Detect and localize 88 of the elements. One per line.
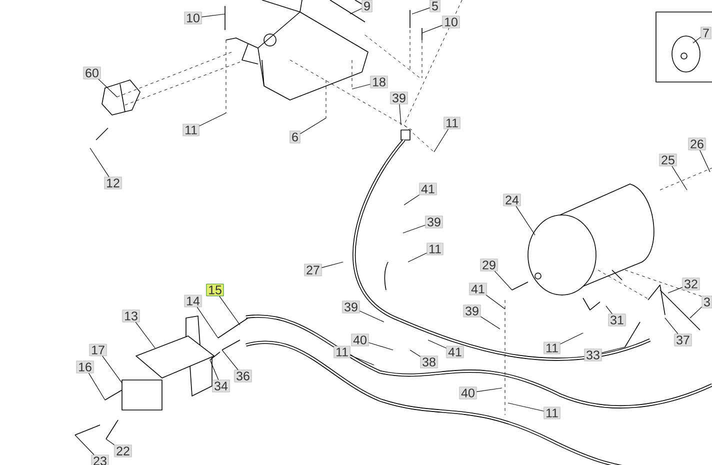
leader-line <box>350 8 362 14</box>
callout-number: 39 <box>463 304 481 318</box>
callout-number: 11 <box>544 406 560 420</box>
leader-line <box>88 372 106 400</box>
callout-number: 11 <box>334 346 350 358</box>
leader-line <box>428 340 447 348</box>
callout-number: 11 <box>426 242 444 256</box>
callout-number: 24 <box>503 194 521 206</box>
callout-number: 27 <box>304 264 322 276</box>
leader-line <box>494 270 512 290</box>
leader-line <box>399 104 402 126</box>
callout-number: 31 <box>608 314 626 326</box>
callout-number: 13 <box>122 310 140 322</box>
callout-number: 16 <box>76 360 94 374</box>
callout-number: 36 <box>234 370 252 382</box>
callout-number: 11 <box>544 342 560 354</box>
leader-line <box>412 8 430 14</box>
leader-line <box>352 84 371 90</box>
callout-number: 41 <box>446 346 464 358</box>
leader-line <box>606 306 612 314</box>
leader-line <box>601 346 626 354</box>
callout-number: 10 <box>442 16 460 28</box>
leader-line <box>219 296 240 326</box>
callout-number: 41 <box>469 282 487 296</box>
callout-number: 37 <box>674 334 692 346</box>
leader-line <box>404 194 420 206</box>
callout-number: 6 <box>290 130 300 144</box>
leader-line <box>672 166 688 190</box>
callout-number: 39 <box>342 300 360 314</box>
callout-number: 25 <box>659 154 677 166</box>
leader-line <box>410 350 421 357</box>
leader-line <box>210 360 219 380</box>
leader-line <box>408 252 428 262</box>
callout-number: 34 <box>212 380 230 392</box>
leader-line <box>560 332 584 344</box>
leader-line <box>700 150 710 172</box>
leader-line <box>668 287 683 294</box>
leader-line <box>516 206 536 236</box>
leader-line <box>476 388 502 392</box>
leader-line <box>300 118 326 134</box>
callout-number: 22 <box>114 444 132 458</box>
leader-line <box>196 306 218 338</box>
leader-line <box>692 36 702 44</box>
leader-line <box>199 112 226 126</box>
leader-line <box>480 316 500 330</box>
leader-line <box>135 322 156 348</box>
callout-number: 7 <box>700 26 712 40</box>
leader-line <box>359 310 384 322</box>
callout-number: 29 <box>480 258 498 272</box>
leader-line <box>98 78 118 98</box>
callout-number: 60 <box>83 66 101 80</box>
callout-number: 9 <box>362 0 372 12</box>
callout-number: 26 <box>688 138 706 150</box>
leader-line <box>664 318 678 334</box>
leader-line <box>201 14 226 18</box>
callout-number: 11 <box>182 124 200 136</box>
leader-line <box>434 128 449 152</box>
callout-number: 10 <box>184 12 202 24</box>
callout-number: 14 <box>184 294 202 308</box>
callout-number: 12 <box>104 176 122 190</box>
leader-line <box>102 356 122 384</box>
callout-number: 11 <box>444 116 460 130</box>
callout-number: 41 <box>419 182 437 196</box>
callout-number: 17 <box>89 344 107 356</box>
leader-line <box>222 350 238 370</box>
callout-number: 15 <box>206 284 224 296</box>
leader-line <box>508 402 544 412</box>
leader-line <box>106 438 115 446</box>
callout-number: 39 <box>425 216 443 228</box>
leader-line <box>486 294 506 310</box>
leader-line <box>690 306 702 318</box>
leader-line <box>422 25 443 34</box>
callout-number: 39 <box>390 92 408 104</box>
leader-line <box>74 434 94 456</box>
leader-line <box>321 262 344 268</box>
callout-number: 40 <box>351 334 369 346</box>
callout-number: 38 <box>420 356 438 368</box>
callout-number: 18 <box>370 76 388 88</box>
callout-number: 23 <box>91 454 109 465</box>
leader-line <box>402 224 426 234</box>
callout-number: 5 <box>430 0 440 12</box>
leader-line <box>368 342 394 350</box>
leader-line <box>90 148 110 178</box>
callout-number: 33 <box>584 348 602 362</box>
callout-number: 3 <box>702 296 712 308</box>
callout-number: 32 <box>682 278 700 290</box>
callout-number: 40 <box>459 386 477 400</box>
leader-line <box>350 355 374 366</box>
